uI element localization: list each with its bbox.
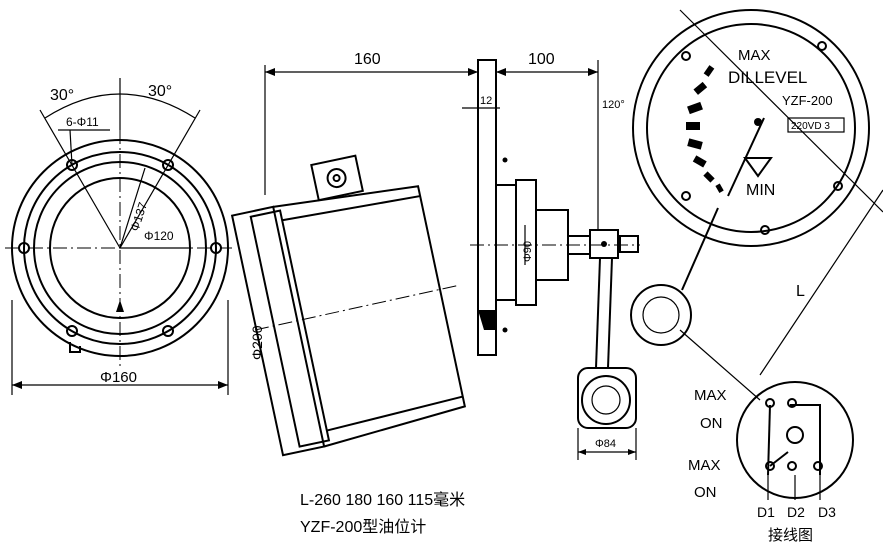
dia-84-label: Φ84	[595, 438, 616, 450]
dim-100-label: 100	[528, 51, 555, 68]
wiring-max-label-2: MAX	[688, 457, 721, 474]
side-view: 160 100 12 120° Φ200 Φ90	[230, 51, 640, 460]
dial-max-label: MAX	[738, 47, 771, 64]
dia-200-label: Φ200	[249, 325, 265, 360]
bolt-hole	[162, 325, 174, 337]
dial-face: MAX DILLEVEL YZF-200 220VD 3 MIN L	[630, 9, 883, 401]
dim-L-label: L	[796, 283, 805, 300]
housing-outer	[230, 205, 326, 457]
dial-outer-ring	[632, 9, 870, 247]
float	[581, 375, 631, 425]
dim-160-label: 160	[354, 51, 381, 68]
wiring-title: 接线图	[768, 527, 813, 544]
dial-voltage-label: 220VD 3	[791, 121, 830, 132]
dial-brand-label: DILLEVEL	[728, 68, 807, 87]
dim-12-label: 12	[480, 95, 492, 107]
dial-inner-ring	[646, 23, 856, 233]
coupling	[589, 229, 619, 259]
dia-137-label: Φ137	[128, 200, 151, 233]
dia-160-label: Φ160	[100, 369, 137, 386]
dia-90-label: Φ90	[522, 241, 534, 262]
angle-120-label: 120°	[602, 99, 625, 111]
bolt-hole	[66, 325, 78, 337]
dial-min-label: MIN	[746, 182, 775, 199]
wiring-max-label-1: MAX	[694, 387, 727, 404]
bolt-hole	[18, 242, 30, 254]
terminal-d1-label: D1	[757, 504, 775, 520]
float-outline	[577, 367, 637, 429]
dial-scale-ticks	[686, 65, 724, 193]
holes-label: 6-Φ11	[66, 115, 99, 129]
junction-box	[310, 154, 364, 202]
terminal-d2-label: D2	[787, 504, 805, 520]
caption-sizes: L-260 180 160 115毫米	[300, 490, 465, 509]
bolt-hole	[162, 159, 174, 171]
wiring-diagram: MAX ON MAX ON D1 D2 D3 接线图	[688, 381, 854, 544]
caption-model: YZF-200型油位计	[300, 518, 426, 536]
angle-right-label: 30°	[148, 83, 172, 100]
dial-float	[630, 284, 692, 346]
bolt-hole	[210, 242, 222, 254]
angle-left-label: 30°	[50, 87, 74, 104]
front-view: 30° 30° 6-Φ11 Φ137 Φ120 Φ160	[5, 78, 232, 395]
terminal-d3-label: D3	[818, 504, 836, 520]
dial-model-label: YZF-200	[782, 93, 833, 108]
wiring-on-label-2: ON	[694, 484, 717, 501]
dia-120-label: Φ120	[144, 229, 174, 243]
wiring-on-label-1: ON	[700, 415, 723, 432]
